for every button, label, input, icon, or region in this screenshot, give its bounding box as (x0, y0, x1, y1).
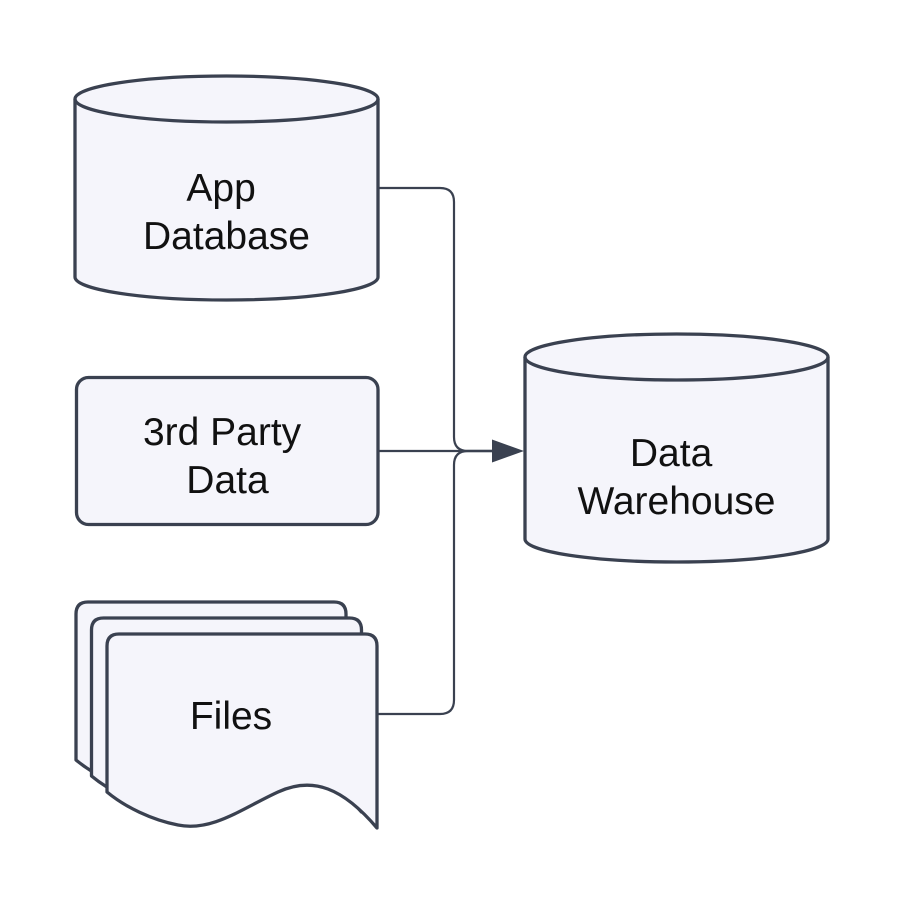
node-third-party-data: 3rd Party Data (74, 375, 380, 527)
node-label-files: Files (190, 695, 272, 738)
edge-app-database-to-data-warehouse (378, 186, 493, 453)
node-label-data-warehouse: Data Warehouse (578, 432, 776, 523)
edge-files-to-data-warehouse (378, 449, 493, 716)
node-label-third-party-data: 3rd Party Data (143, 411, 312, 502)
cylinder-rim (523, 356, 830, 382)
edge-third-party-data-to-data-warehouse (379, 439, 524, 463)
edge-line (378, 449, 493, 716)
node-files: Files (74, 600, 379, 830)
cylinder-shape (523, 332, 830, 564)
cylinder-shape (73, 74, 380, 302)
edge-line (378, 186, 493, 453)
node-label-app-database: App Database (143, 167, 310, 258)
arrowhead-icon (492, 439, 524, 463)
cylinder-rim (73, 98, 380, 124)
node-data-warehouse: Data Warehouse (523, 332, 830, 564)
rounded-rect-shape (74, 375, 380, 527)
node-app-database: App Database (73, 74, 380, 302)
